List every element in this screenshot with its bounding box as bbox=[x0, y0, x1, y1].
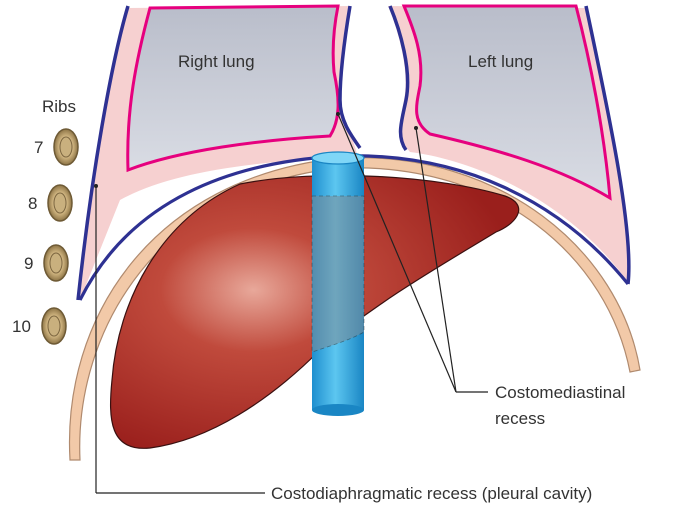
ribs-label: Ribs bbox=[42, 97, 76, 116]
leader-dot-left bbox=[414, 126, 418, 130]
rib-9-label: 9 bbox=[24, 254, 33, 273]
rib-7 bbox=[54, 129, 78, 165]
leader-dot-right bbox=[336, 112, 340, 116]
rib-8-label: 8 bbox=[28, 194, 37, 213]
ivc-bottom bbox=[312, 404, 364, 416]
rib-9 bbox=[44, 245, 68, 281]
ivc-behind-liver bbox=[312, 196, 364, 352]
costomediastinal-label-line2: recess bbox=[495, 409, 545, 428]
leader-dot-costodiaphragmatic bbox=[94, 184, 98, 188]
rib-8 bbox=[48, 185, 72, 221]
rib-7-label: 7 bbox=[34, 138, 43, 157]
rib-10-label: 10 bbox=[12, 317, 31, 336]
costomediastinal-label-line1: Costomediastinal bbox=[495, 383, 625, 402]
left-lung-label: Left lung bbox=[468, 52, 533, 71]
right-lung-label: Right lung bbox=[178, 52, 255, 71]
costodiaphragmatic-label: Costodiaphragmatic recess (pleural cavit… bbox=[271, 484, 592, 503]
rib-10 bbox=[42, 308, 66, 344]
